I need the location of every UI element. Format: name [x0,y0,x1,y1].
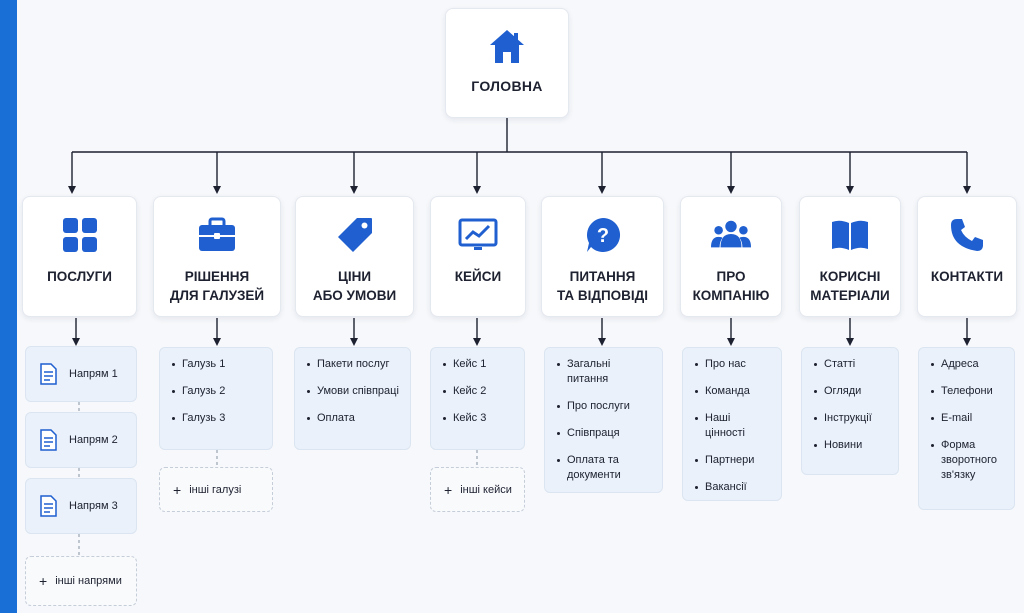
direction-item[interactable]: Напрям 3 [25,478,137,534]
list-item[interactable]: Галузь 2 [170,384,264,399]
cases-list: Кейс 1 Кейс 2 Кейс 3 [430,347,525,450]
svg-text:?: ? [596,225,608,247]
list-item[interactable]: Кейс 3 [441,411,516,426]
list-item[interactable]: Адреса [929,357,1006,372]
book-icon [830,215,870,255]
about-list: Про нас Команда Наші цінності Партнери В… [682,347,782,501]
list-item[interactable]: Команда [693,384,773,399]
industries-list: Галузь 1 Галузь 2 Галузь 3 [159,347,273,450]
list-item[interactable]: Галузь 1 [170,357,264,372]
briefcase-icon [197,215,237,255]
list-item[interactable]: Кейс 2 [441,384,516,399]
question-icon: ? [583,215,623,255]
plus-icon: + [39,573,48,589]
list-item[interactable]: E-mail [929,411,1006,426]
category-title: КОРИСНІ МАТЕРІАЛИ [810,269,890,303]
list-item[interactable]: Телефони [929,384,1006,399]
plus-icon: + [444,481,453,498]
list-item[interactable]: Про нас [693,357,773,372]
direction-label: Напрям 2 [69,434,118,446]
list-item[interactable]: Інструкції [812,411,890,426]
faq-list: Загальні питання Про послуги Співпраця О… [544,347,663,493]
list-item[interactable]: Умови співпраці [305,384,402,399]
direction-label: Напрям 1 [69,368,118,380]
list-item[interactable]: Статті [812,357,890,372]
direction-label: Напрям 3 [69,500,118,512]
category-title: РІШЕННЯ ДЛЯ ГАЛУЗЕЙ [169,269,265,303]
category-pricing[interactable]: ЦІНИ АБО УМОВИ [295,196,414,317]
list-item[interactable]: Огляди [812,384,890,399]
chart-monitor-icon [458,215,498,255]
list-item[interactable]: Загальні питання [555,357,654,387]
list-item[interactable]: Оплата та документи [555,453,654,483]
category-materials[interactable]: КОРИСНІ МАТЕРІАЛИ [799,196,901,317]
phone-icon [947,215,987,255]
more-cases-button[interactable]: + інші кейси [430,467,525,512]
category-cases[interactable]: КЕЙСИ [430,196,526,317]
category-title: ПИТАННЯ ТА ВІДПОВІДІ [556,269,649,303]
document-icon [39,363,57,385]
list-item[interactable]: Форма зворотного зв'язку [929,438,1006,483]
category-faq[interactable]: ? ПИТАННЯ ТА ВІДПОВІДІ [541,196,664,317]
list-item[interactable]: Вакансії [693,480,773,495]
more-directions-button[interactable]: + інші напрями [25,556,137,606]
category-title: ПРО КОМПАНІЮ [692,269,770,303]
plus-icon: + [173,481,182,498]
category-title: КОНТАКТИ [930,269,1004,284]
more-label: інші напрями [55,575,122,587]
more-label: інші галузі [189,483,242,496]
category-title: КЕЙСИ [454,269,502,284]
document-icon [39,429,57,451]
list-item[interactable]: Партнери [693,453,773,468]
category-about[interactable]: ПРО КОМПАНІЮ [680,196,782,317]
direction-item[interactable]: Напрям 1 [25,346,137,402]
list-item[interactable]: Новини [812,438,890,453]
list-item[interactable]: Кейс 1 [441,357,516,372]
home-title: ГОЛОВНА [471,78,543,94]
list-item[interactable]: Оплата [305,411,402,426]
list-item[interactable]: Наші цінності [693,411,773,441]
more-industries-button[interactable]: + інші галузі [159,467,273,512]
direction-item[interactable]: Напрям 2 [25,412,137,468]
list-item[interactable]: Співпраця [555,426,654,441]
document-icon [39,495,57,517]
category-services[interactable]: ПОСЛУГИ [22,196,137,317]
pricing-list: Пакети послуг Умови співпраці Оплата [294,347,411,450]
team-icon [711,215,751,255]
home-icon [487,26,527,66]
category-industries[interactable]: РІШЕННЯ ДЛЯ ГАЛУЗЕЙ [153,196,281,317]
list-item[interactable]: Про послуги [555,399,654,414]
home-node[interactable]: ГОЛОВНА [445,8,569,118]
more-label: інші кейси [460,483,512,496]
category-title: ЦІНИ АБО УМОВИ [312,269,397,303]
category-title: ПОСЛУГИ [47,269,112,284]
accent-bar [0,0,17,613]
contacts-list: Адреса Телефони E-mail Форма зворотного … [918,347,1015,510]
price-tag-icon [335,215,375,255]
list-item[interactable]: Галузь 3 [170,411,264,426]
grid-icon [60,215,100,255]
category-contacts[interactable]: КОНТАКТИ [917,196,1017,317]
list-item[interactable]: Пакети послуг [305,357,402,372]
materials-list: Статті Огляди Інструкції Новини [801,347,899,475]
